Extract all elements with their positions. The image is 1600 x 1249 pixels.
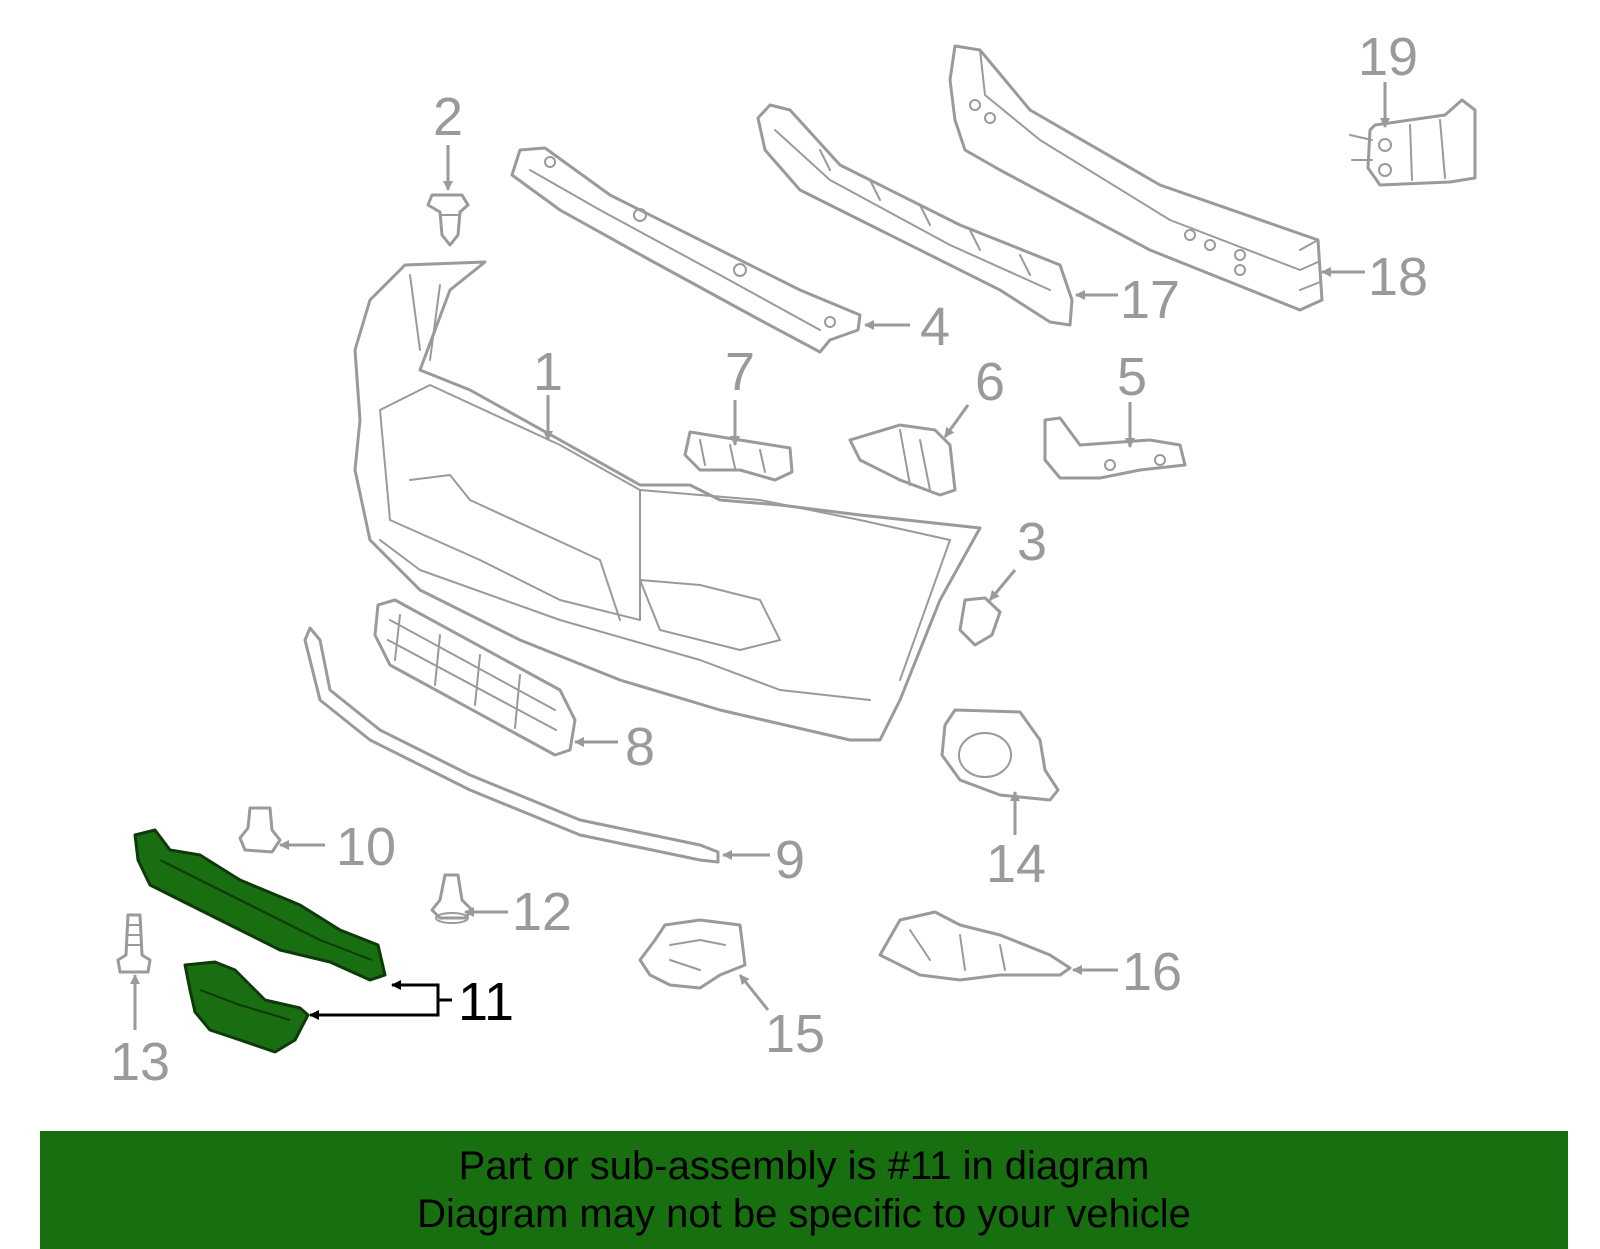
part-13-bolt bbox=[116, 913, 152, 974]
part-5-bracket bbox=[1043, 416, 1187, 480]
banner-line-disclaimer: Diagram may not be specific to your vehi… bbox=[417, 1192, 1191, 1236]
part-14-fog-bezel bbox=[940, 708, 1060, 802]
callout-16: 16 bbox=[1122, 942, 1182, 1002]
callout-4: 4 bbox=[920, 297, 950, 357]
part-15-bracket bbox=[638, 918, 747, 990]
part-9-molding bbox=[303, 626, 720, 864]
part-2-clip bbox=[426, 193, 470, 247]
callout-5: 5 bbox=[1117, 347, 1147, 407]
callout-10: 10 bbox=[336, 817, 396, 877]
part-6-bracket bbox=[848, 423, 957, 497]
part-12-clip bbox=[430, 873, 474, 924]
part-18-reinforcement bbox=[948, 44, 1324, 312]
part-10-clip bbox=[238, 806, 282, 854]
part-1-bumper-cover bbox=[353, 260, 982, 742]
part-19-bracket bbox=[1349, 98, 1477, 187]
callout-9: 9 bbox=[775, 830, 805, 890]
callout-15: 15 bbox=[765, 1004, 825, 1064]
callout-19: 19 bbox=[1358, 27, 1418, 87]
callout-13: 13 bbox=[110, 1032, 170, 1092]
part-4-retainer bbox=[510, 146, 862, 354]
callout-8: 8 bbox=[625, 717, 655, 777]
callout-1: 1 bbox=[533, 342, 563, 402]
part-info-banner: Part or sub-assembly is #11 in diagram D… bbox=[40, 1131, 1568, 1249]
part-16-deflector bbox=[878, 910, 1072, 982]
callout-18: 18 bbox=[1368, 247, 1428, 307]
part-11-under-cover bbox=[133, 828, 387, 1054]
callout-14: 14 bbox=[986, 834, 1046, 894]
part-7-bracket bbox=[683, 430, 794, 482]
callout-3: 3 bbox=[1017, 512, 1047, 572]
callout-17: 17 bbox=[1120, 270, 1180, 330]
banner-line-part: Part or sub-assembly is #11 in diagram bbox=[458, 1144, 1150, 1188]
callout-6: 6 bbox=[975, 352, 1005, 412]
part-17-absorber bbox=[756, 103, 1074, 327]
callout-7: 7 bbox=[725, 342, 755, 402]
part-3-clip bbox=[958, 596, 1002, 647]
callout-2: 2 bbox=[433, 87, 463, 147]
part-8-grille bbox=[373, 598, 577, 757]
callout-11: 11 bbox=[458, 972, 514, 1032]
leader-lines bbox=[130, 82, 1390, 1030]
callout-12: 12 bbox=[512, 882, 572, 942]
callout-labels: 1 2 3 4 5 6 7 8 9 10 11 12 13 14 15 16 1… bbox=[110, 27, 1428, 1092]
